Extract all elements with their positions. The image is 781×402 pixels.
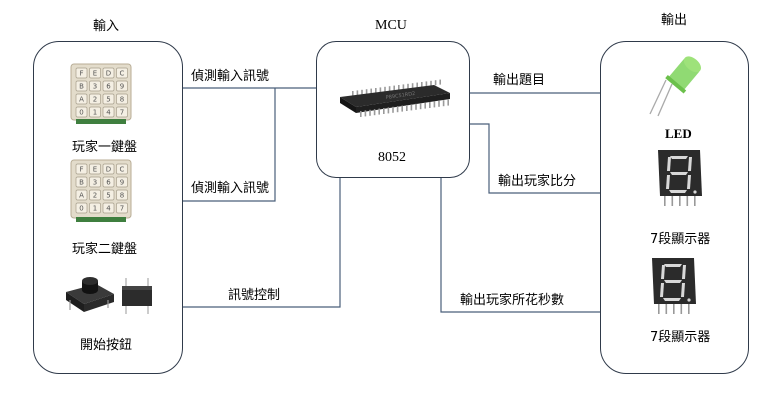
- seven-segment-1-caption: 7段顯示器: [650, 232, 711, 247]
- label-detect-input-1: 偵測輸入訊號: [191, 69, 270, 84]
- keypad-2-caption: 玩家二鍵盤: [72, 242, 138, 257]
- keypad-key: B: [75, 176, 88, 188]
- output-section-title: 輸出: [661, 13, 688, 28]
- keypad-key-label: 8: [120, 96, 124, 104]
- label-output-question: 輸出題目: [493, 73, 546, 88]
- keypad-key: 8: [116, 189, 128, 201]
- keypad-key-label: 6: [106, 83, 111, 91]
- keypad-key-label: E: [93, 70, 97, 78]
- keypad-key: 0: [75, 202, 88, 214]
- keypad-key-label: C: [120, 166, 125, 174]
- line-signal-control: [183, 178, 341, 308]
- keypad-key-label: A: [79, 96, 84, 104]
- keypad-key: 2: [89, 93, 101, 105]
- svg-text:P89C51RD2: P89C51RD2: [385, 91, 415, 101]
- keypad-key: 4: [102, 202, 115, 214]
- start-button-caption: 開始按鈕: [80, 338, 133, 353]
- keypad-key-label: D: [106, 166, 111, 174]
- label-output-score: 輸出玩家比分: [498, 174, 577, 189]
- keypad-key-label: 4: [106, 109, 111, 117]
- keypad-key: F: [75, 163, 88, 175]
- keypad-key: A: [75, 93, 88, 105]
- keypad-key: 8: [116, 93, 128, 105]
- keypad-key-label: 7: [120, 109, 124, 117]
- keypad-key-label: B: [79, 83, 84, 91]
- keypad-key: 7: [116, 106, 128, 118]
- keypad-key-label: E: [93, 166, 97, 174]
- keypad-key: 1: [89, 202, 101, 214]
- keypad-key-label: 3: [93, 179, 97, 187]
- keypad-key: E: [89, 67, 101, 79]
- keypad-key-label: 3: [93, 83, 97, 91]
- mcu-section-title: MCU: [375, 18, 407, 33]
- seven-segment-display-2: [648, 256, 700, 322]
- keypad-key: 3: [89, 176, 101, 188]
- keypad-key-label: 1: [93, 205, 97, 213]
- keypad-key: C: [116, 163, 128, 175]
- keypad-key: 7: [116, 202, 128, 214]
- keypad-key: 6: [102, 176, 115, 188]
- output-panel: [600, 41, 749, 374]
- keypad-key-label: 2: [93, 192, 97, 200]
- keypad-key: 9: [116, 80, 128, 92]
- input-section-title: 輸入: [93, 19, 120, 34]
- keypad-key-label: F: [79, 70, 83, 78]
- label-signal-control: 訊號控制: [228, 288, 281, 303]
- keypad-key-label: 5: [106, 192, 110, 200]
- keypad-key: C: [116, 67, 128, 79]
- led-caption: LED: [665, 126, 692, 141]
- keypad-key-label: A: [79, 192, 84, 200]
- keypad-key: 9: [116, 176, 128, 188]
- push-button-image: [62, 272, 158, 324]
- keypad-key-label: 2: [93, 96, 97, 104]
- keypad-key: F: [75, 67, 88, 79]
- line-out-time: [440, 178, 600, 313]
- keypad-key-label: 0: [79, 109, 83, 117]
- keypad-key-label: 9: [120, 179, 124, 187]
- keypad-key-label: B: [79, 179, 84, 187]
- keypad-key: E: [89, 163, 101, 175]
- keypad-key: A: [75, 189, 88, 201]
- chip-8052-image: P89C51RD2: [336, 79, 454, 133]
- seven-segment-2-caption: 7段顯示器: [650, 330, 711, 345]
- keypad-1-caption: 玩家一鍵盤: [72, 140, 138, 155]
- keypad-key: 0: [75, 106, 88, 118]
- keypad-key-label: D: [106, 70, 111, 78]
- keypad-key-label: 6: [106, 179, 111, 187]
- keypad-key: 4: [102, 106, 115, 118]
- keypad-key-label: 9: [120, 83, 124, 91]
- label-output-time: 輸出玩家所花秒數: [460, 293, 565, 308]
- keypad-key-label: 0: [79, 205, 83, 213]
- keypad-key: 1: [89, 106, 101, 118]
- keypad-key-label: 4: [106, 205, 111, 213]
- keypad-key: B: [75, 80, 88, 92]
- keypad-key-label: 7: [120, 205, 124, 213]
- chip-label: 8052: [378, 150, 406, 165]
- keypad-key-label: 8: [120, 192, 124, 200]
- keypad-key: 5: [102, 189, 115, 201]
- led-image: [646, 50, 716, 122]
- keypad-key: D: [102, 163, 115, 175]
- line-detect2: [183, 88, 276, 202]
- keypad-key-label: C: [120, 70, 125, 78]
- keypad-key: 5: [102, 93, 115, 105]
- label-detect-input-2: 偵測輸入訊號: [191, 181, 270, 196]
- keypad-key-label: 1: [93, 109, 97, 117]
- seven-segment-display-1: [654, 148, 706, 214]
- keypad-key: 3: [89, 80, 101, 92]
- keypad-key: 6: [102, 80, 115, 92]
- keypad-key: 2: [89, 189, 101, 201]
- line-out-score: [470, 123, 600, 194]
- keypad-key-label: 5: [106, 96, 110, 104]
- keypad-key-label: F: [79, 166, 83, 174]
- keypad-key: D: [102, 67, 115, 79]
